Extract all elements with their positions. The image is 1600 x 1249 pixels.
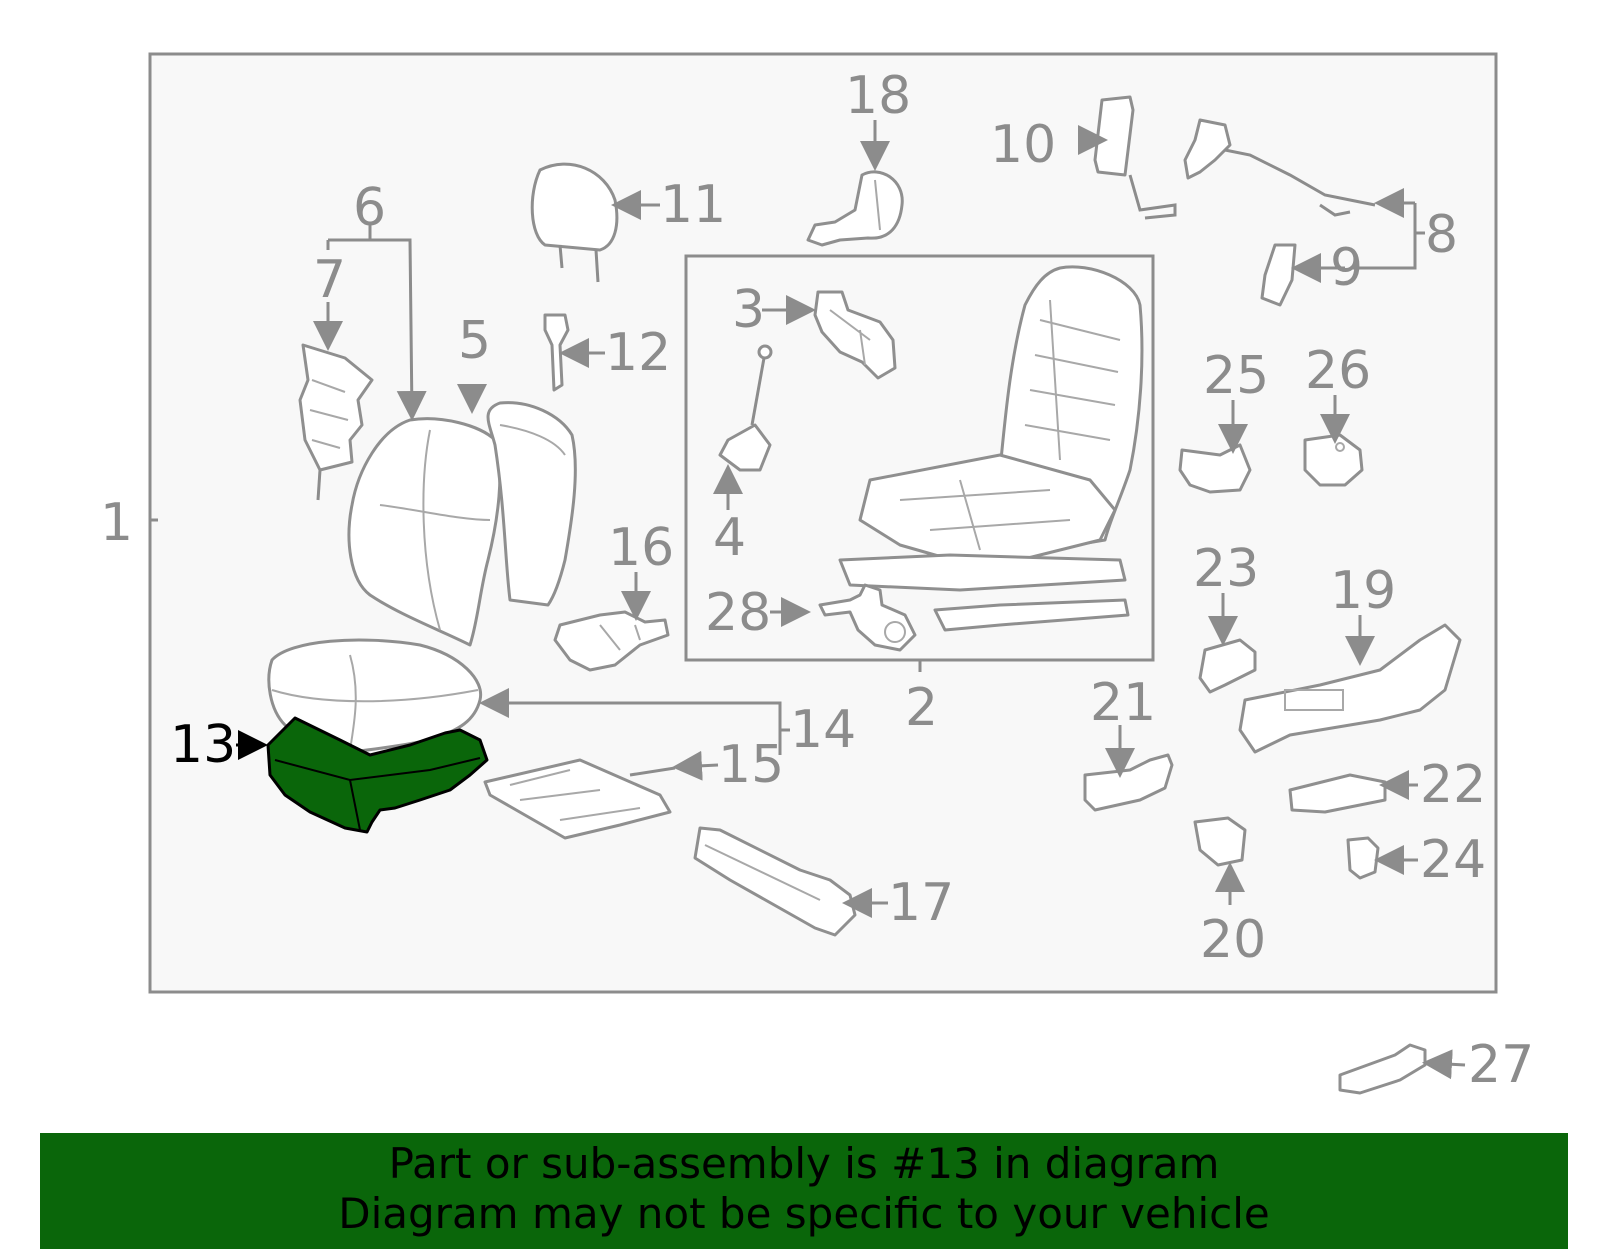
callout-1[interactable]: 1	[100, 493, 133, 553]
part-11-headrest[interactable]	[530, 162, 619, 283]
callout-5[interactable]: 5	[458, 311, 491, 371]
callout-8[interactable]: 8	[1425, 205, 1458, 265]
part-27-cover[interactable]	[1338, 1043, 1427, 1095]
callout-4[interactable]: 4	[713, 508, 746, 568]
callout-14[interactable]: 14	[790, 700, 856, 760]
callout-27[interactable]: 27	[1468, 1035, 1534, 1095]
part-19-side-shield[interactable]	[1238, 623, 1462, 754]
callout-16[interactable]: 16	[608, 518, 674, 578]
banner-line-2: Diagram may not be specific to your vehi…	[338, 1189, 1270, 1238]
leader-lines	[150, 120, 1466, 1080]
part-10-side-airbag[interactable]	[1093, 95, 1177, 220]
part-7-seatback-heater[interactable]	[298, 343, 374, 501]
callout-20[interactable]: 20	[1200, 910, 1266, 970]
callout-2[interactable]: 2	[905, 678, 938, 738]
callout-17[interactable]: 17	[888, 873, 954, 933]
part-23-switch[interactable]	[1198, 638, 1257, 694]
callout-15[interactable]: 15	[718, 735, 784, 795]
part-21-bracket[interactable]	[1083, 753, 1174, 812]
part-28-motor[interactable]	[818, 583, 917, 652]
part-8-wire-harness[interactable]	[1183, 118, 1376, 217]
banner-line-1: Part or sub-assembly is #13 in diagram	[388, 1139, 1220, 1188]
part-24-clip[interactable]	[1346, 836, 1380, 880]
callout-23[interactable]: 23	[1193, 539, 1259, 599]
callout-3[interactable]: 3	[732, 280, 765, 340]
part-16-bracket[interactable]	[553, 610, 670, 672]
callout-24[interactable]: 24	[1420, 830, 1486, 890]
callout-7[interactable]: 7	[313, 250, 346, 310]
callout-25[interactable]: 25	[1203, 346, 1269, 406]
callout-26[interactable]: 26	[1305, 341, 1371, 401]
callout-18[interactable]: 18	[845, 66, 911, 126]
part-15-cushion-heater[interactable]	[483, 758, 676, 840]
callout-12[interactable]: 12	[605, 323, 671, 383]
info-banner: Part or sub-assembly is #13 in diagram D…	[40, 1133, 1568, 1249]
part-20-connector[interactable]	[1193, 816, 1247, 867]
part-12-headrest-guide[interactable]	[543, 313, 570, 392]
part-9-connector[interactable]	[1260, 243, 1297, 307]
callout-19[interactable]: 19	[1330, 561, 1396, 621]
part-2-seat-frame[interactable]	[838, 265, 1144, 632]
callout-6[interactable]: 6	[353, 178, 386, 238]
callout-21[interactable]: 21	[1090, 673, 1156, 733]
callout-labels: 1 2 3 4 5 6 7 8 9 10 11 12 13 14 15 16 1…	[100, 66, 1534, 1095]
part-4-lever[interactable]	[718, 344, 773, 472]
part-5-seatback-pad[interactable]	[486, 401, 577, 607]
callout-11[interactable]: 11	[660, 175, 726, 235]
part-13-seat-cushion-cover[interactable]	[266, 716, 489, 834]
part-18-recliner-cover[interactable]	[806, 170, 904, 247]
callout-22[interactable]: 22	[1420, 755, 1486, 815]
part-3-bracket[interactable]	[813, 290, 897, 380]
callout-9[interactable]: 9	[1330, 238, 1363, 298]
part-22-cover[interactable]	[1288, 773, 1387, 814]
callout-13[interactable]: 13	[170, 715, 236, 775]
callout-28[interactable]: 28	[705, 583, 771, 643]
callout-10[interactable]: 10	[990, 115, 1056, 175]
